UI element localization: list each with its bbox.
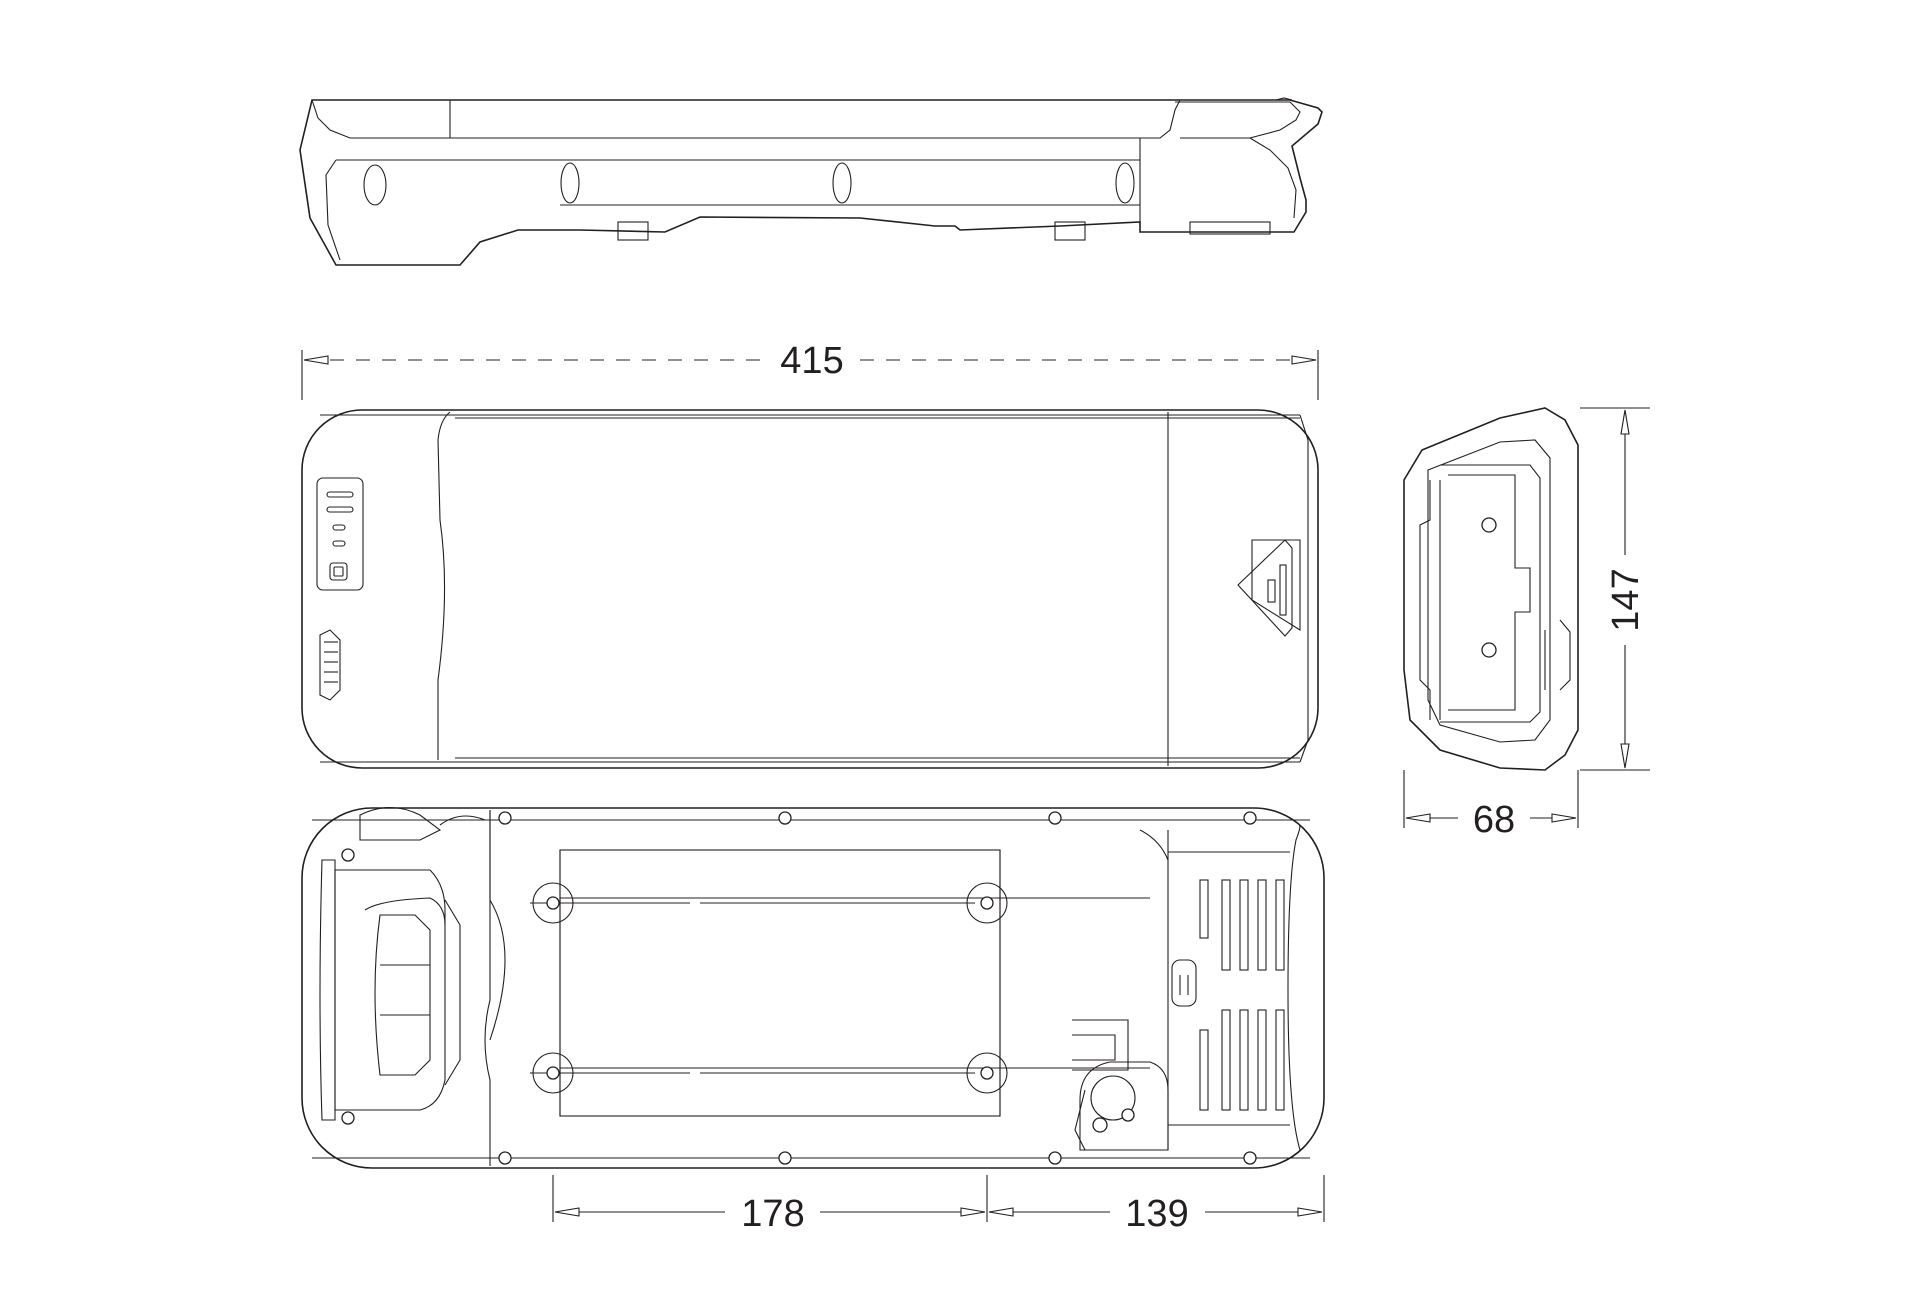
length-dimension	[301, 350, 1319, 400]
width-label: 68	[1473, 799, 1515, 841]
mount-spacing-label: 178	[741, 1193, 804, 1235]
mount-to-end-label: 139	[1125, 1193, 1188, 1235]
end-view	[1403, 407, 1579, 771]
width-dimension	[1403, 770, 1579, 828]
top-view	[301, 409, 1319, 769]
bottom-view	[301, 807, 1325, 1169]
side-view	[299, 97, 1323, 266]
vent-slots	[1171, 879, 1285, 1111]
height-label: 147	[1605, 568, 1647, 631]
overall-length-label: 415	[780, 340, 843, 382]
height-dimension	[1580, 407, 1650, 771]
bottom-dimensions	[552, 1175, 1325, 1222]
